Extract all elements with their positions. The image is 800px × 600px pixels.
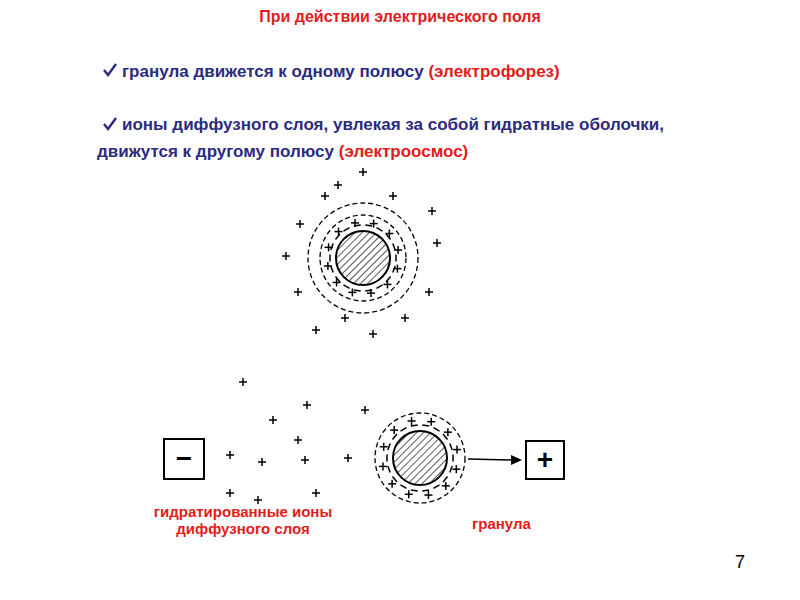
anode-box: + — [525, 440, 565, 480]
page-number: 7 — [735, 552, 765, 573]
electrode-sign: + — [537, 446, 553, 474]
term-name: (электрофорез) — [428, 62, 559, 81]
charge-symbols — [226, 168, 461, 504]
bullet-text: гранула движется к одному полюсу (электр… — [97, 58, 737, 85]
arrow-head — [511, 455, 522, 465]
slide-title: При действии электрического поля — [0, 8, 800, 26]
granule-core — [336, 231, 390, 285]
check-mark — [104, 118, 116, 129]
granule-label: гранула — [472, 515, 562, 532]
ions-label: гидратированные ионы диффузного слоя — [118, 503, 368, 537]
adsorption-layer — [320, 215, 406, 301]
term-name: (электроосмос) — [339, 142, 469, 161]
cathode-box: − — [163, 438, 205, 480]
granule-core — [393, 431, 447, 485]
motion-arrow — [468, 459, 514, 460]
bullet-text: ионы диффузного слоя, увлекая за собой г… — [97, 111, 717, 165]
diffuse-boundary — [308, 203, 418, 313]
check-mark — [104, 64, 116, 75]
granule-boundary — [375, 413, 465, 503]
bullet-statement: гранула движется к одному полюсу — [122, 62, 424, 81]
electrode-sign: − — [176, 445, 192, 473]
